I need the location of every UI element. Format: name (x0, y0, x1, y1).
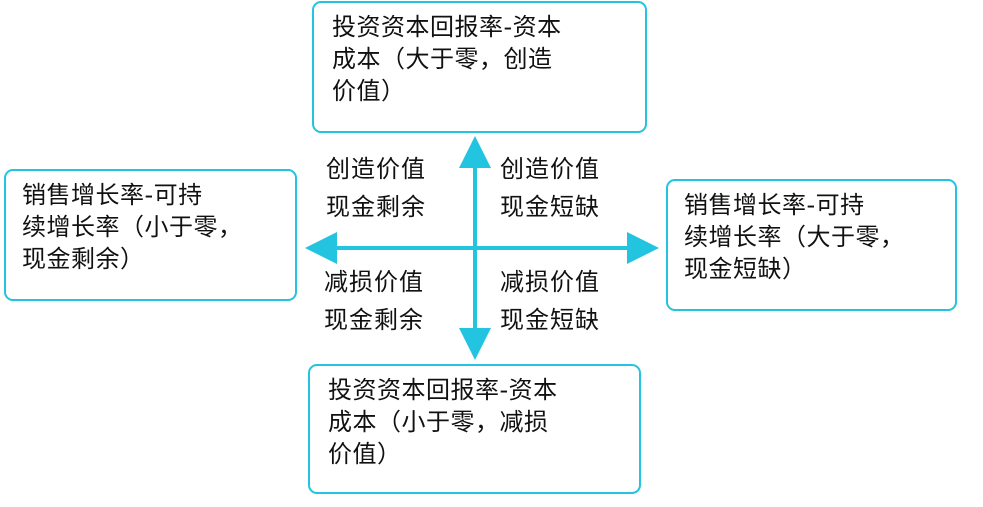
roic-positive-box: 投资资本回报率-资本 成本（大于零，创造 价值） (312, 1, 647, 133)
quadrant-bottom-left-line-1: 减损价值 (324, 268, 424, 296)
growth-positive-box: 销售增长率-可持 续增长率（大于零， 现金短缺） (666, 179, 957, 311)
roic-negative-box: 投资资本回报率-资本 成本（小于零，减损 价值） (308, 364, 641, 494)
growth-negative-box: 销售增长率-可持 续增长率（小于零， 现金剩余） (4, 169, 297, 301)
quadrant-top-left-line-2: 现金剩余 (326, 193, 426, 221)
roic-negative-line-2: 成本（小于零，减损 (328, 408, 549, 436)
quadrant-bottom-left-label: 减损价值 现金剩余 (324, 263, 424, 339)
growth-negative-line-1: 销售增长率-可持 (22, 181, 203, 209)
growth-negative-line-3: 现金剩余） (22, 245, 145, 273)
quadrant-top-left-label: 创造价值 现金剩余 (326, 150, 426, 226)
roic-positive-line-1: 投资资本回报率-资本 (332, 13, 562, 41)
quadrant-bottom-right-line-1: 减损价值 (500, 268, 600, 296)
growth-negative-line-2: 续增长率（小于零， (22, 213, 243, 241)
quadrant-top-left-line-1: 创造价值 (326, 155, 426, 183)
quadrant-top-right-line-2: 现金短缺 (500, 193, 600, 221)
quadrant-top-right-line-1: 创造价值 (500, 155, 600, 183)
growth-positive-line-1: 销售增长率-可持 (684, 191, 865, 219)
roic-positive-line-3: 价值） (332, 77, 406, 105)
roic-negative-line-3: 价值） (328, 440, 402, 468)
quadrant-top-right-label: 创造价值 现金短缺 (500, 150, 600, 226)
roic-negative-line-1: 投资资本回报率-资本 (328, 376, 558, 404)
roic-positive-line-2: 成本（大于零，创造 (332, 45, 553, 73)
quadrant-bottom-right-line-2: 现金短缺 (500, 306, 600, 334)
growth-positive-line-3: 现金短缺） (684, 255, 807, 283)
quadrant-bottom-right-label: 减损价值 现金短缺 (500, 263, 600, 339)
quadrant-bottom-left-line-2: 现金剩余 (324, 306, 424, 334)
growth-positive-line-2: 续增长率（大于零， (684, 223, 905, 251)
